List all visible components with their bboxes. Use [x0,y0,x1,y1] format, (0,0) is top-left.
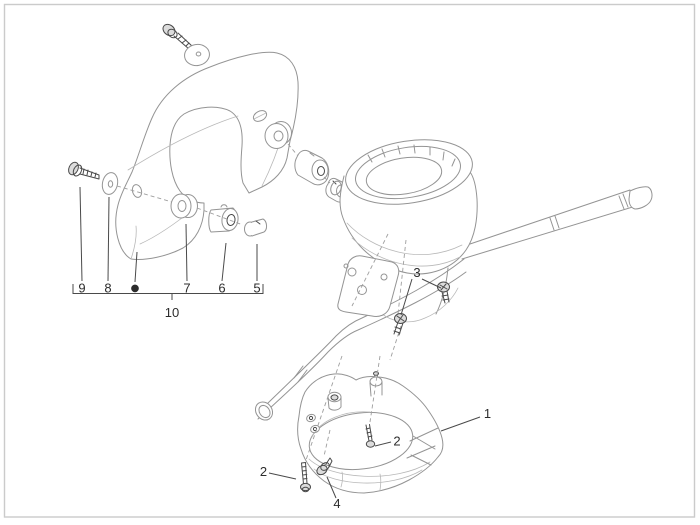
spacer-5 [244,218,267,237]
leader-6 [221,242,227,282]
callout-6: 6 [218,281,225,296]
kit-bracket-line [72,284,264,294]
callout-8: 8 [104,281,111,296]
callout-10: 10 [165,305,179,320]
callout-4: 4 [333,496,340,511]
right-grip-tube [461,186,653,260]
leader-3 [400,278,442,316]
grommet-7 [170,193,198,219]
cover-stud-a [327,391,342,411]
top-screw [162,23,193,50]
bushing-6 [208,204,239,233]
screw-2-inner [365,424,376,448]
washer-8 [101,172,119,195]
cover-opening [308,411,414,471]
clamp-plate [337,255,400,317]
callout-1: 1 [484,406,491,421]
screw-9 [68,161,100,180]
leader-2-inner [374,441,392,447]
callout-9: 9 [78,281,85,296]
callout-3: 3 [413,265,420,280]
screw-3a [393,313,407,336]
screw-4 [316,457,333,476]
cover-stud-b [369,371,383,397]
callout-5: 5 [253,281,260,296]
mounted-bushing [264,121,292,149]
screw-2-left [300,462,311,493]
lower-cover-assembly [297,355,444,494]
leader-1 [440,416,481,432]
screw-3b [437,281,450,304]
page-border [3,3,696,518]
leader-bullet [134,251,138,283]
leader-8 [107,196,110,282]
top-washer [184,43,210,67]
callout-bullet-marker: ● [131,283,140,294]
leader-2-left [268,472,297,480]
callout-2-inner: 2 [393,434,400,449]
leader-7 [185,223,188,282]
callout-2-left: 2 [260,464,267,479]
callout-7: 7 [183,281,190,296]
speedo-housing [330,139,478,323]
handlebar-assembly [254,139,653,421]
left-grip-tube [254,258,467,421]
bracket-part [115,51,299,260]
cover-notch [406,427,439,466]
right-bushing [294,149,330,186]
callouts: 9 8 ● 7 6 5 10 3 1 2 2 4 [72,186,491,511]
clamp-axis-dashed [351,233,407,361]
bracket-assembly [68,23,362,260]
bracket-hole [131,184,143,198]
leader-4 [326,476,337,499]
leader-9 [79,186,83,282]
cover-axis-dashed [305,355,381,461]
housing-mount-tab [330,180,342,196]
